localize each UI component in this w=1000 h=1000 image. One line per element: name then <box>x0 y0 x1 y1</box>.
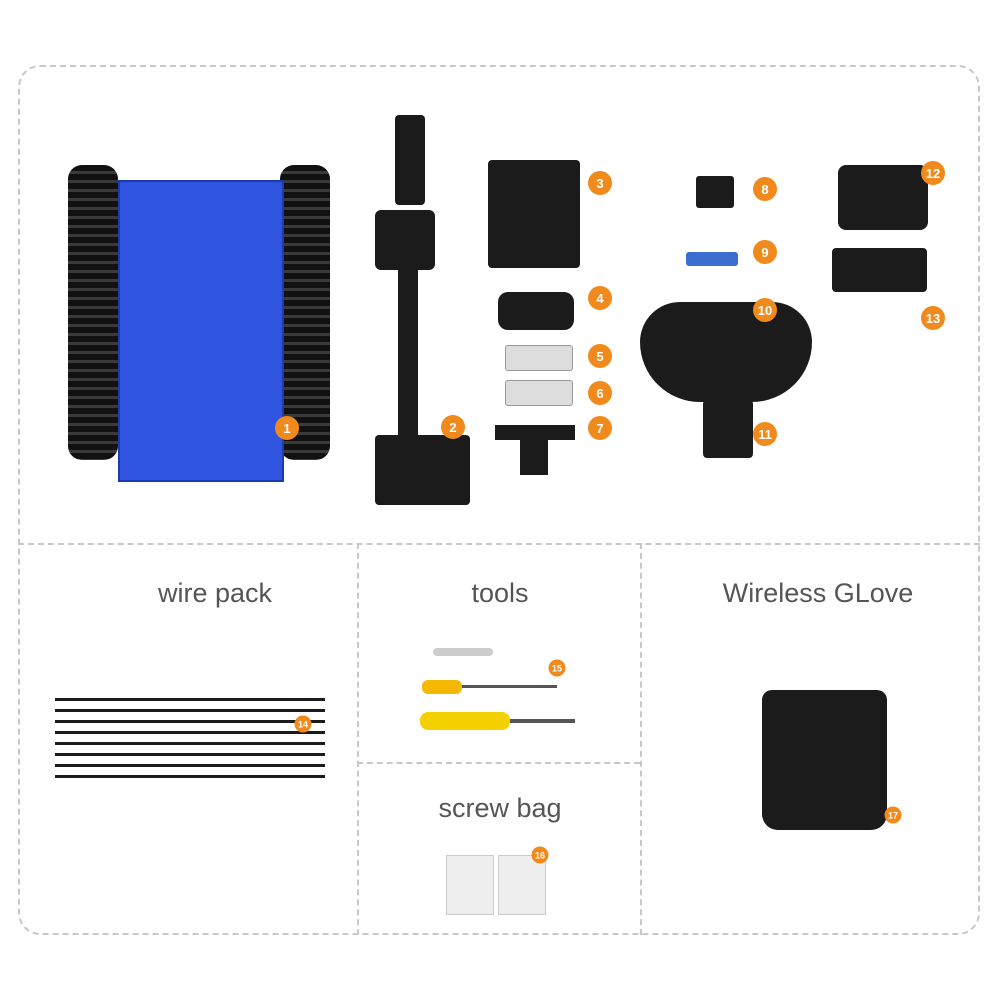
kit-frame <box>18 65 980 935</box>
wrench <box>433 648 493 656</box>
track-left <box>68 165 118 460</box>
number-badge: 14 <box>294 715 312 733</box>
arm-base <box>375 435 470 505</box>
number-badge: 9 <box>753 240 777 264</box>
divider <box>357 543 359 935</box>
number-badge: 6 <box>588 381 612 405</box>
section-label-glove: Wireless GLove <box>722 578 914 608</box>
section-label-tools: tools <box>471 578 529 608</box>
wire-pack <box>55 690 325 780</box>
wireless-glove <box>762 690 887 830</box>
number-badge: 15 <box>548 659 566 677</box>
number-badge: 3 <box>588 171 612 195</box>
divider <box>18 543 980 545</box>
screwdriver-shaft <box>462 685 557 688</box>
sensor-module <box>505 345 573 371</box>
number-badge: 10 <box>753 298 777 322</box>
section-label-wire-pack: wire pack <box>157 578 273 608</box>
sensor-module <box>505 380 573 406</box>
servo <box>375 210 435 270</box>
tank-chassis <box>118 180 284 482</box>
line-sensor <box>495 425 575 440</box>
receiver <box>703 400 753 458</box>
number-badge: 8 <box>753 177 777 201</box>
screw-bag <box>446 855 494 915</box>
number-badge: 5 <box>588 344 612 368</box>
section-label-screw-bag: screw bag <box>438 793 562 823</box>
screwdriver-large <box>420 712 510 730</box>
power-adapter <box>838 165 928 230</box>
number-badge: 11 <box>753 422 777 446</box>
screwdriver-small <box>422 680 462 694</box>
gamepad <box>640 302 812 402</box>
number-badge: 16 <box>531 846 549 864</box>
number-badge: 7 <box>588 416 612 440</box>
screw-bag <box>498 855 546 915</box>
line-sensor <box>520 440 548 475</box>
controller-board <box>488 160 580 268</box>
number-badge: 17 <box>884 806 902 824</box>
gripper <box>395 115 425 205</box>
ultrasonic-sensor <box>498 292 574 330</box>
screwdriver-shaft <box>510 719 575 723</box>
battery <box>832 248 927 292</box>
bluetooth-module <box>696 176 734 208</box>
arm-beam <box>398 270 418 440</box>
number-badge: 4 <box>588 286 612 310</box>
number-badge: 2 <box>441 415 465 439</box>
track-right <box>280 165 330 460</box>
divider <box>357 762 640 764</box>
number-badge: 1 <box>275 416 299 440</box>
usb-adapter <box>686 252 738 266</box>
number-badge: 12 <box>921 161 945 185</box>
divider <box>640 543 642 935</box>
number-badge: 13 <box>921 306 945 330</box>
